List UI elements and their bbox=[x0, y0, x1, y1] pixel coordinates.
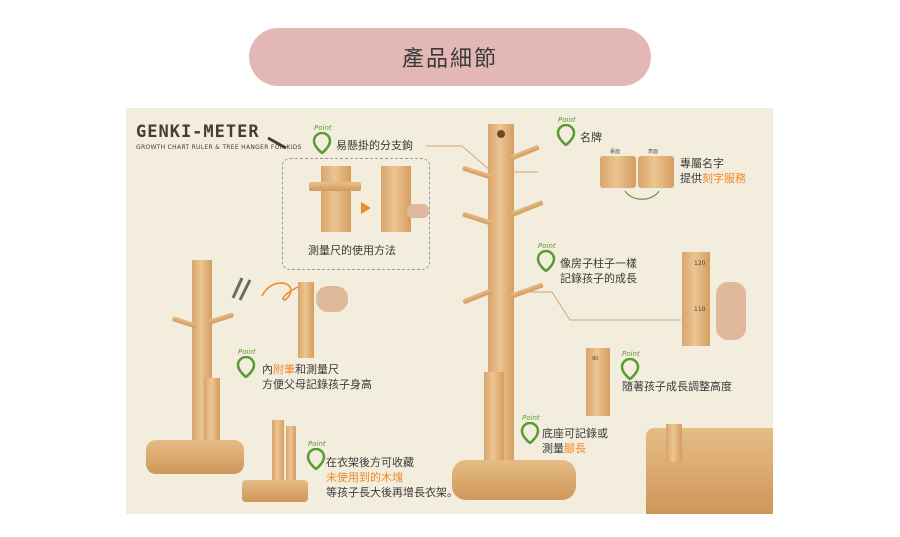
point-pin-icon bbox=[312, 132, 332, 154]
point-pin-icon bbox=[306, 448, 326, 470]
hand-image bbox=[407, 204, 429, 218]
pencil-icon bbox=[267, 136, 287, 150]
nameplate-front-image bbox=[638, 156, 674, 188]
point-label-base: Point bbox=[522, 414, 540, 422]
point-label-storage: Point bbox=[308, 440, 326, 448]
ruler-usage-box bbox=[282, 158, 430, 270]
pen-icon bbox=[231, 277, 252, 301]
ruler-slider-image bbox=[309, 182, 361, 191]
leader-curve bbox=[261, 282, 301, 301]
ruler-mark-90: 90 bbox=[592, 356, 599, 362]
ruler-mark-120: 120 bbox=[694, 260, 706, 267]
point-label-pen: Point bbox=[238, 348, 256, 356]
point-label-adjust: Point bbox=[622, 350, 640, 358]
ruler-block-image bbox=[321, 166, 351, 232]
callout-storage-line3: 等孩子長大後再增長衣架。 bbox=[326, 486, 458, 499]
point-pin-icon bbox=[620, 358, 640, 380]
small-tree-base-image bbox=[146, 440, 244, 474]
adjust-block-image bbox=[586, 348, 610, 416]
leader-line bbox=[518, 291, 681, 321]
callout-base-line1: 底座可記錄或 bbox=[542, 427, 608, 440]
nameplate-back-label: 裏面 bbox=[610, 149, 621, 155]
point-label-nameplate: Point bbox=[558, 116, 576, 124]
point-pin-icon bbox=[536, 250, 556, 272]
logo-subtitle: GROWTH CHART RULER & TREE HANGER FOR KID… bbox=[136, 144, 302, 151]
storage-pole-image bbox=[272, 420, 284, 498]
callout-pillar-line1: 像房子柱子一樣 bbox=[560, 257, 637, 270]
callout-storage-line2: 未使用到的木塊 bbox=[326, 471, 403, 484]
callout-engrave-line1: 專屬名字 bbox=[680, 157, 724, 170]
callout-engrave-line2: 提供刻字服務 bbox=[680, 172, 746, 185]
genki-meter-logo: GENKI-METER GROWTH CHART RULER & TREE HA… bbox=[136, 122, 302, 151]
main-tree-base-image bbox=[452, 460, 576, 500]
flip-arrow-icon bbox=[624, 190, 660, 200]
base-ruler-image bbox=[666, 424, 682, 462]
pen-holder-image bbox=[298, 282, 314, 358]
callout-pen-line2: 方便父母記錄孩子身高 bbox=[262, 378, 372, 391]
callout-hooks: 易懸掛的分支鉤 bbox=[336, 139, 413, 152]
leader-line bbox=[426, 145, 538, 173]
ruler-mark-110: 110 bbox=[694, 306, 706, 313]
hand-image bbox=[316, 286, 348, 312]
logo-title: GENKI-METER bbox=[136, 122, 260, 142]
section-title-pill: 產品細節 bbox=[249, 28, 651, 86]
callout-pillar-line2: 記錄孩子的成長 bbox=[560, 272, 637, 285]
branch-image bbox=[510, 199, 544, 218]
callout-pen-line1: 內附筆和測量尺 bbox=[262, 363, 339, 376]
nameplate-front-label: 表面 bbox=[648, 149, 659, 155]
ruler-closeup-image bbox=[682, 252, 710, 346]
arrow-right-icon bbox=[361, 202, 371, 214]
point-pin-icon bbox=[556, 124, 576, 146]
storage-base-image bbox=[242, 480, 308, 502]
point-pin-icon bbox=[236, 356, 256, 378]
nameplate-hole bbox=[497, 130, 505, 138]
product-detail-panel: GENKI-METER GROWTH CHART RULER & TREE HA… bbox=[126, 108, 773, 514]
nameplate-back-image bbox=[600, 156, 636, 188]
point-label-hooks: Point bbox=[314, 124, 332, 132]
storage-block-image bbox=[286, 426, 296, 480]
section-title: 產品細節 bbox=[401, 47, 498, 72]
hand-image bbox=[716, 282, 746, 340]
callout-storage-line1: 在衣架後方可收藏 bbox=[326, 456, 414, 469]
point-label-pillar: Point bbox=[538, 242, 556, 250]
callout-base-line2: 測量腳長 bbox=[542, 442, 586, 455]
ruler-block-image bbox=[381, 166, 411, 232]
callout-nameplate: 名牌 bbox=[580, 131, 602, 144]
extension-block-image bbox=[484, 372, 504, 482]
callout-adjust: 隨著孩子成長調整高度 bbox=[622, 380, 732, 393]
point-pin-icon bbox=[520, 422, 540, 444]
callout-ruler-usage: 測量尺的使用方法 bbox=[308, 244, 396, 257]
